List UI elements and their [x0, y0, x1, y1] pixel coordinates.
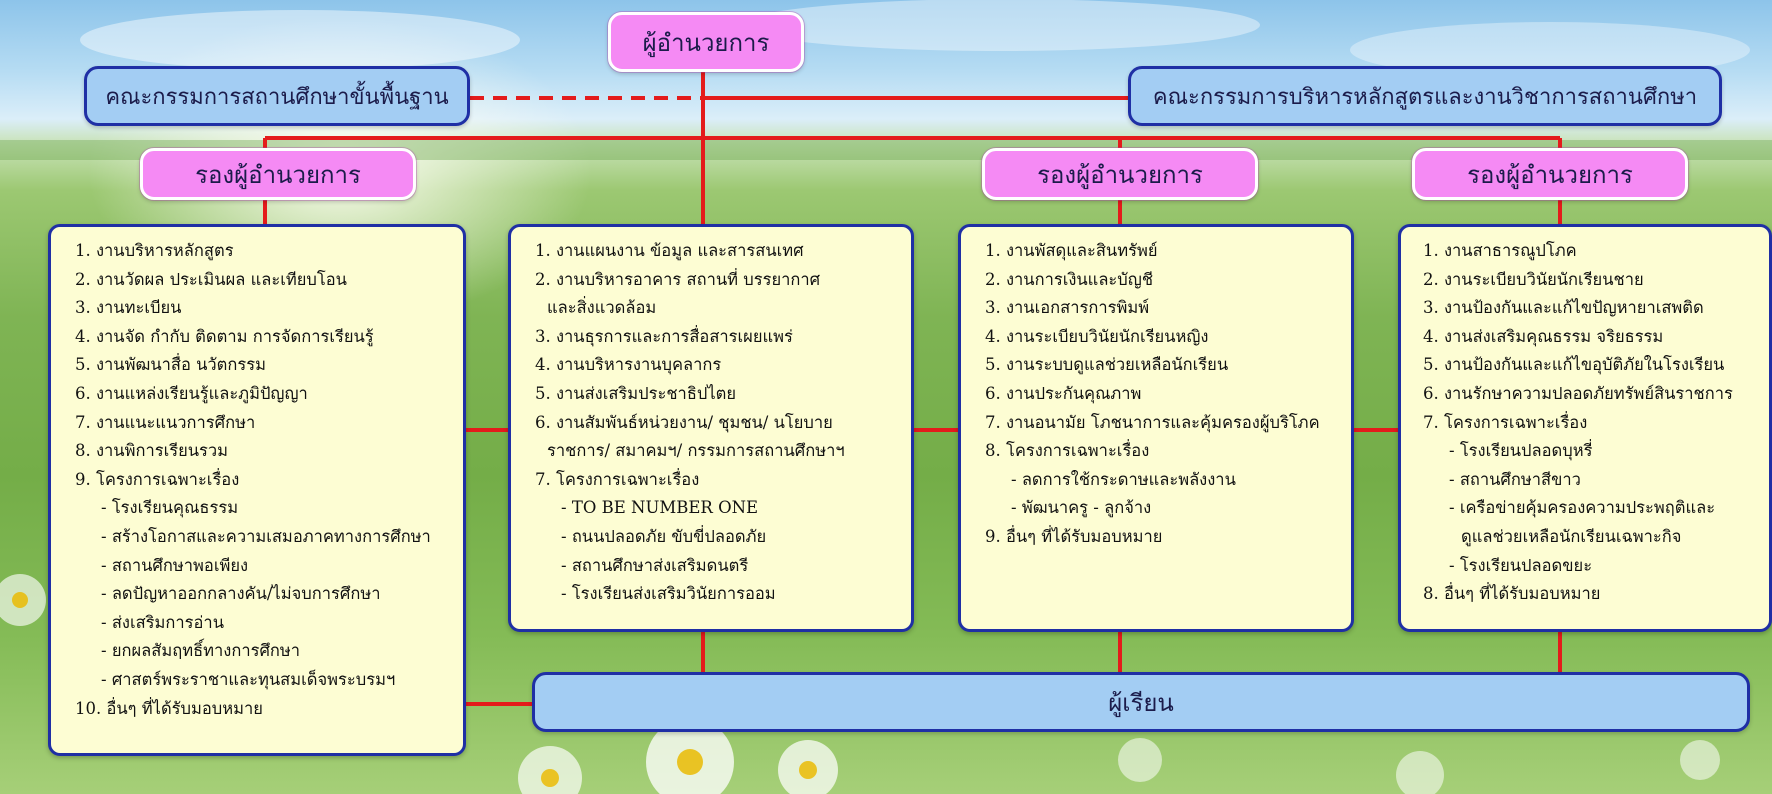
- project-subitem: - สถานศึกษาพอเพียง: [101, 555, 249, 575]
- project-subitem: - สถานศึกษาสีขาว: [1449, 469, 1581, 489]
- project-subitem: - โรงเรียนคุณธรรม: [101, 498, 239, 518]
- deputy-director-box: รองผู้อำนวยการ: [982, 148, 1258, 200]
- duty-item: 1. งานสาธารณูปโภค: [1423, 241, 1577, 260]
- duty-item: 6. งานแหล่งเรียนรู้และภูมิปัญญา: [75, 383, 308, 403]
- academic-duties-panel: 1. งานบริหารหลักสูตร 2. งานวัดผล ประเมิน…: [48, 224, 466, 756]
- duty-item: 5. งานป้องกันและแก้ไขอุบัติภัยในโรงเรียน: [1423, 355, 1725, 375]
- duty-item: 5. งานส่งเสริมประชาธิปไตย: [535, 383, 737, 403]
- duty-item: 8. อื่นๆ ที่ได้รับมอบหมาย: [1423, 584, 1601, 604]
- director-label: ผู้อำนวยการ: [642, 28, 770, 57]
- students-label: ผู้เรียน: [1108, 688, 1174, 717]
- duty-item: 8. โครงการเฉพาะเรื่อง: [985, 441, 1150, 461]
- project-subitem: - พัฒนาครู - ลูกจ้าง: [1011, 498, 1152, 518]
- duty-item: 1. งานพัสดุและสินทรัพย์: [985, 241, 1158, 260]
- duty-item: 3. งานทะเบียน: [75, 298, 182, 318]
- general-admin-duties-panel: 1. งานแผนงาน ข้อมูล และสารสนเทศ 2. งานบร…: [508, 224, 914, 632]
- duty-item: 9. อื่นๆ ที่ได้รับมอบหมาย: [985, 526, 1163, 546]
- duty-item-continuation: ราชการ/ สมาคมฯ/ กรรมการสถานศึกษาฯ: [547, 441, 845, 461]
- duty-item: 1. งานบริหารหลักสูตร: [75, 241, 234, 260]
- project-subitem: - เครือข่ายคุ้มครองความประพฤติและ: [1449, 498, 1716, 518]
- duty-item: 6. งานสัมพันธ์หน่วยงาน/ ชุมชน/ นโยบาย: [535, 412, 833, 432]
- basic-board-label: คณะกรรมการสถานศึกษาขั้นพื้นฐาน: [105, 84, 449, 110]
- project-subitem: - ส่งเสริมการอ่าน: [101, 612, 224, 632]
- students-box: ผู้เรียน: [532, 672, 1750, 732]
- duty-item: 7. งานอนามัย โภชนาการและคุ้มครองผู้บริโภ…: [985, 412, 1320, 432]
- duty-item: 1. งานแผนงาน ข้อมูล และสารสนเทศ: [535, 241, 804, 260]
- duty-item: 10. อื่นๆ ที่ได้รับมอบหมาย: [75, 698, 263, 718]
- project-subitem: - โรงเรียนส่งเสริมวินัยการออม: [561, 584, 776, 604]
- duty-item: 2. งานระเบียบวินัยนักเรียนชาย: [1423, 269, 1644, 289]
- project-subitem: - ศาสตร์พระราชาและทุนสมเด็จพระบรมฯ: [101, 669, 396, 689]
- duty-item: 3. งานป้องกันและแก้ไขปัญหายาเสพติด: [1423, 298, 1704, 318]
- curriculum-board-box: คณะกรรมการบริหารหลักสูตรและงานวิชาการสถา…: [1128, 66, 1722, 126]
- daisy-flowers: [0, 574, 1720, 794]
- duty-item: 8. งานพิการเรียนรวม: [75, 441, 229, 461]
- duty-item: 4. งานระเบียบวินัยนักเรียนหญิง: [985, 326, 1209, 346]
- duty-list: 1. งานพัสดุและสินทรัพย์ 2. งานการเงินและ…: [985, 237, 1343, 552]
- deputy-director-label: รองผู้อำนวยการ: [1037, 160, 1203, 189]
- duty-item: 7. งานแนะแนวการศึกษา: [75, 412, 256, 432]
- project-subitem: - ถนนปลอดภัย ขับขี่ปลอดภัย: [561, 526, 767, 546]
- project-subitem: - สร้างโอกาสและความเสมอภาคทางการศึกษา: [101, 526, 431, 546]
- duty-list: 1. งานแผนงาน ข้อมูล และสารสนเทศ 2. งานบร…: [535, 237, 903, 609]
- duty-item: 3. งานธุรการและการสื่อสารเผยแพร่: [535, 326, 793, 346]
- deputy-director-label: รองผู้อำนวยการ: [195, 160, 361, 189]
- project-subitem: - ลดปัญหาออกกลางคัน/ไม่จบการศึกษา: [101, 584, 381, 604]
- student-affairs-duties-panel: 1. งานสาธารณูปโภค 2. งานระเบียบวินัยนักเ…: [1398, 224, 1772, 632]
- project-subitem: - โรงเรียนปลอดบุหรี่: [1449, 441, 1593, 461]
- duty-item: 5. งานพัฒนาสื่อ นวัตกรรม: [75, 355, 266, 375]
- deputy-director-box: รองผู้อำนวยการ: [1412, 148, 1688, 200]
- basic-education-board-box: คณะกรรมการสถานศึกษาขั้นพื้นฐาน: [84, 66, 470, 126]
- project-subitem: - โรงเรียนปลอดขยะ: [1449, 555, 1593, 575]
- duty-item: 6. งานประกันคุณภาพ: [985, 383, 1142, 403]
- duty-item: 7. โครงการเฉพาะเรื่อง: [1423, 412, 1588, 432]
- duty-list: 1. งานบริหารหลักสูตร 2. งานวัดผล ประเมิน…: [75, 237, 455, 723]
- project-subitem: - ยกผลสัมฤทธิ์ทางการศึกษา: [101, 641, 301, 661]
- duty-item-continuation: และสิ่งแวดล้อม: [547, 298, 657, 318]
- duty-item: 2. งานการเงินและบัญชี: [985, 269, 1154, 289]
- project-subitem: - TO BE NUMBER ONE: [561, 498, 759, 518]
- budget-duties-panel: 1. งานพัสดุและสินทรัพย์ 2. งานการเงินและ…: [958, 224, 1354, 632]
- duty-item: 3. งานเอกสารการพิมพ์: [985, 298, 1150, 318]
- deputy-director-label: รองผู้อำนวยการ: [1467, 160, 1633, 189]
- duty-item: 9. โครงการเฉพาะเรื่อง: [75, 469, 240, 489]
- duty-item: 4. งานส่งเสริมคุณธรรม จริยธรรม: [1423, 326, 1664, 346]
- duty-item: 6. งานรักษาความปลอดภัยทรัพย์สินราชการ: [1423, 383, 1733, 403]
- director-box: ผู้อำนวยการ: [608, 12, 804, 72]
- deputy-director-box: รองผู้อำนวยการ: [140, 148, 416, 200]
- curriculum-board-label: คณะกรรมการบริหารหลักสูตรและงานวิชาการสถา…: [1152, 84, 1698, 110]
- duty-item: 4. งานบริหารงานบุคลากร: [535, 355, 722, 375]
- project-subitem-continuation: ดูแลช่วยเหลือนักเรียนเฉพาะกิจ: [1461, 526, 1682, 546]
- duty-item: 7. โครงการเฉพาะเรื่อง: [535, 469, 700, 489]
- duty-item: 5. งานระบบดูแลช่วยเหลือนักเรียน: [985, 355, 1229, 375]
- duty-item: 2. งานวัดผล ประเมินผล และเทียบโอน: [75, 269, 347, 289]
- duty-list: 1. งานสาธารณูปโภค 2. งานระเบียบวินัยนักเ…: [1423, 237, 1761, 609]
- duty-item: 4. งานจัด กำกับ ติดตาม การจัดการเรียนรู้: [75, 326, 374, 346]
- duty-item: 2. งานบริหารอาคาร สถานที่ บรรยากาศ: [535, 269, 821, 289]
- project-subitem: - ลดการใช้กระดาษและพลังงาน: [1011, 469, 1236, 489]
- project-subitem: - สถานศึกษาส่งเสริมดนตรี: [561, 555, 749, 575]
